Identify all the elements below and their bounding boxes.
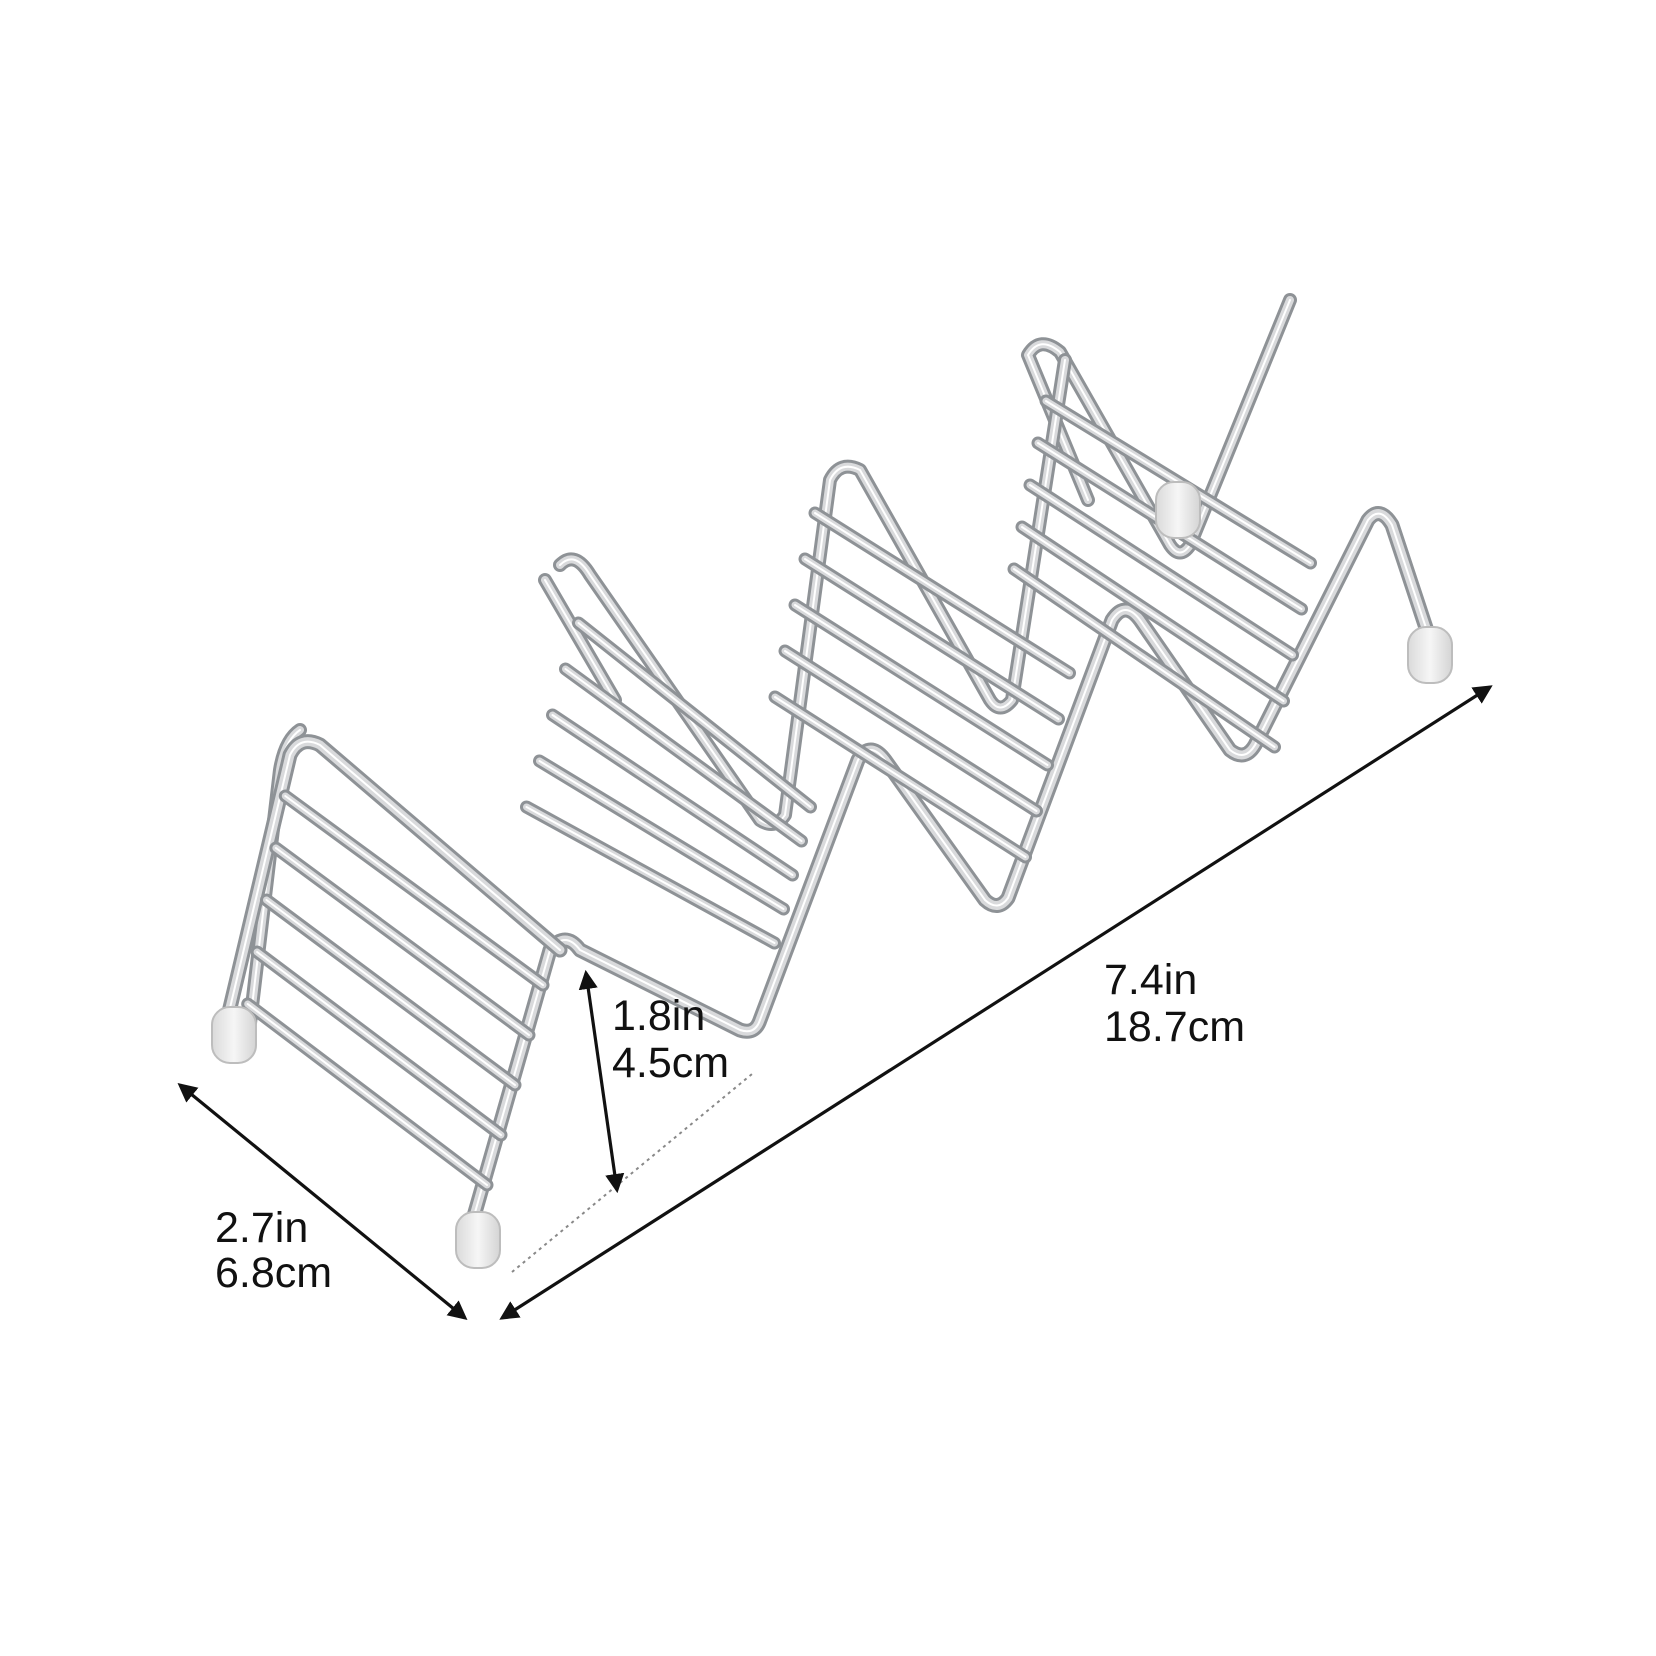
length-inches-label: 7.4in <box>1104 956 1197 1004</box>
rubber-foot-3 <box>1155 481 1201 539</box>
height-inches-label: 1.8in <box>612 992 705 1040</box>
length-cm-label: 18.7cm <box>1104 1003 1245 1051</box>
width-arrow <box>177 1082 468 1321</box>
left-end-frame-highlight <box>219 740 561 1051</box>
rail-face1-3-highlight <box>265 899 516 1086</box>
rubber-foot-1 <box>211 1006 257 1064</box>
rubber-foot-4 <box>1407 626 1453 684</box>
rail-face4-4-highlight <box>1021 526 1285 702</box>
rail-face1-2-highlight <box>274 847 530 1036</box>
width-inches-label: 2.7in <box>215 1204 308 1252</box>
width-cm-label: 6.8cm <box>215 1249 332 1297</box>
rail-face4-3-highlight <box>1029 484 1294 656</box>
rubber-foot-2 <box>455 1211 501 1269</box>
rail-face3-1-highlight <box>814 512 1071 674</box>
height-cm-label: 4.5cm <box>612 1039 729 1087</box>
length-arrow <box>499 685 1493 1320</box>
